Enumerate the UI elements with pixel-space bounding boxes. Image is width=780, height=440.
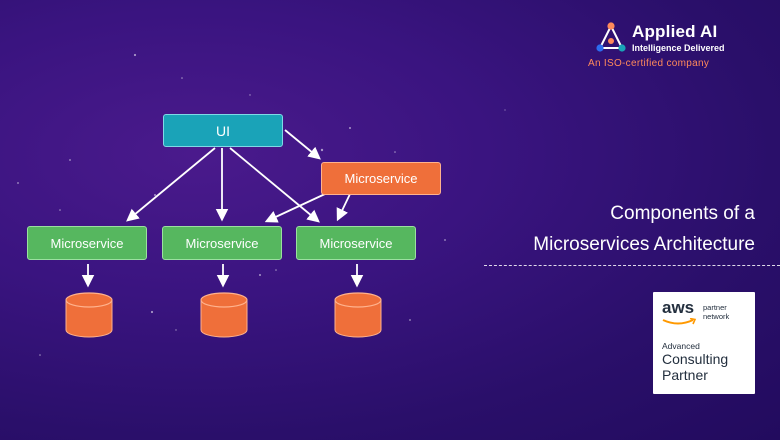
microservice-node-2: Microservice: [162, 226, 282, 260]
arrow-ui-to-service-1: [126, 147, 216, 222]
arrow-ui-to-service-3: [229, 147, 320, 223]
aws-smile-icon: [662, 318, 697, 325]
title-line-2: Microservices Architecture: [533, 234, 755, 255]
dashed-divider: [484, 265, 780, 266]
arrow-top-service-to-service-2: [264, 193, 326, 223]
brand-tagline: Intelligence Delivered: [632, 43, 725, 53]
microservice-node-1: Microservice: [27, 226, 147, 260]
brand-iso-note: An ISO-certified company: [588, 58, 710, 69]
top-microservice-node: Microservice: [321, 162, 441, 195]
arrow-ui-to-top-service: [284, 129, 321, 160]
arrow-top-service-to-service-3: [336, 193, 351, 222]
brand-mark-icon: [596, 22, 626, 52]
partner-level: Consulting Partner: [662, 351, 752, 383]
partner-level-line-1: Consulting: [662, 351, 729, 367]
ui-node: UI: [163, 114, 283, 147]
microservice-node-3: Microservice: [296, 226, 416, 260]
database-icon: [334, 292, 382, 338]
partner-line-2: network: [703, 312, 730, 321]
database-icon: [200, 292, 248, 338]
aws-partner-badge: aws partner network Advanced Consulting …: [653, 292, 755, 394]
database-icon: [65, 292, 113, 338]
partner-network-label: partner network: [703, 303, 751, 321]
partner-tier: Advanced: [662, 341, 700, 351]
brand-logo: Applied AI Intelligence Delivered An ISO…: [588, 22, 758, 72]
partner-line-1: partner: [703, 303, 727, 312]
page-title: Components of a Microservices Architectu…: [533, 198, 755, 260]
brand-name: Applied AI: [632, 22, 718, 41]
title-line-1: Components of a: [610, 203, 755, 224]
partner-level-line-2: Partner: [662, 367, 708, 383]
aws-logo-text: aws: [662, 298, 695, 317]
